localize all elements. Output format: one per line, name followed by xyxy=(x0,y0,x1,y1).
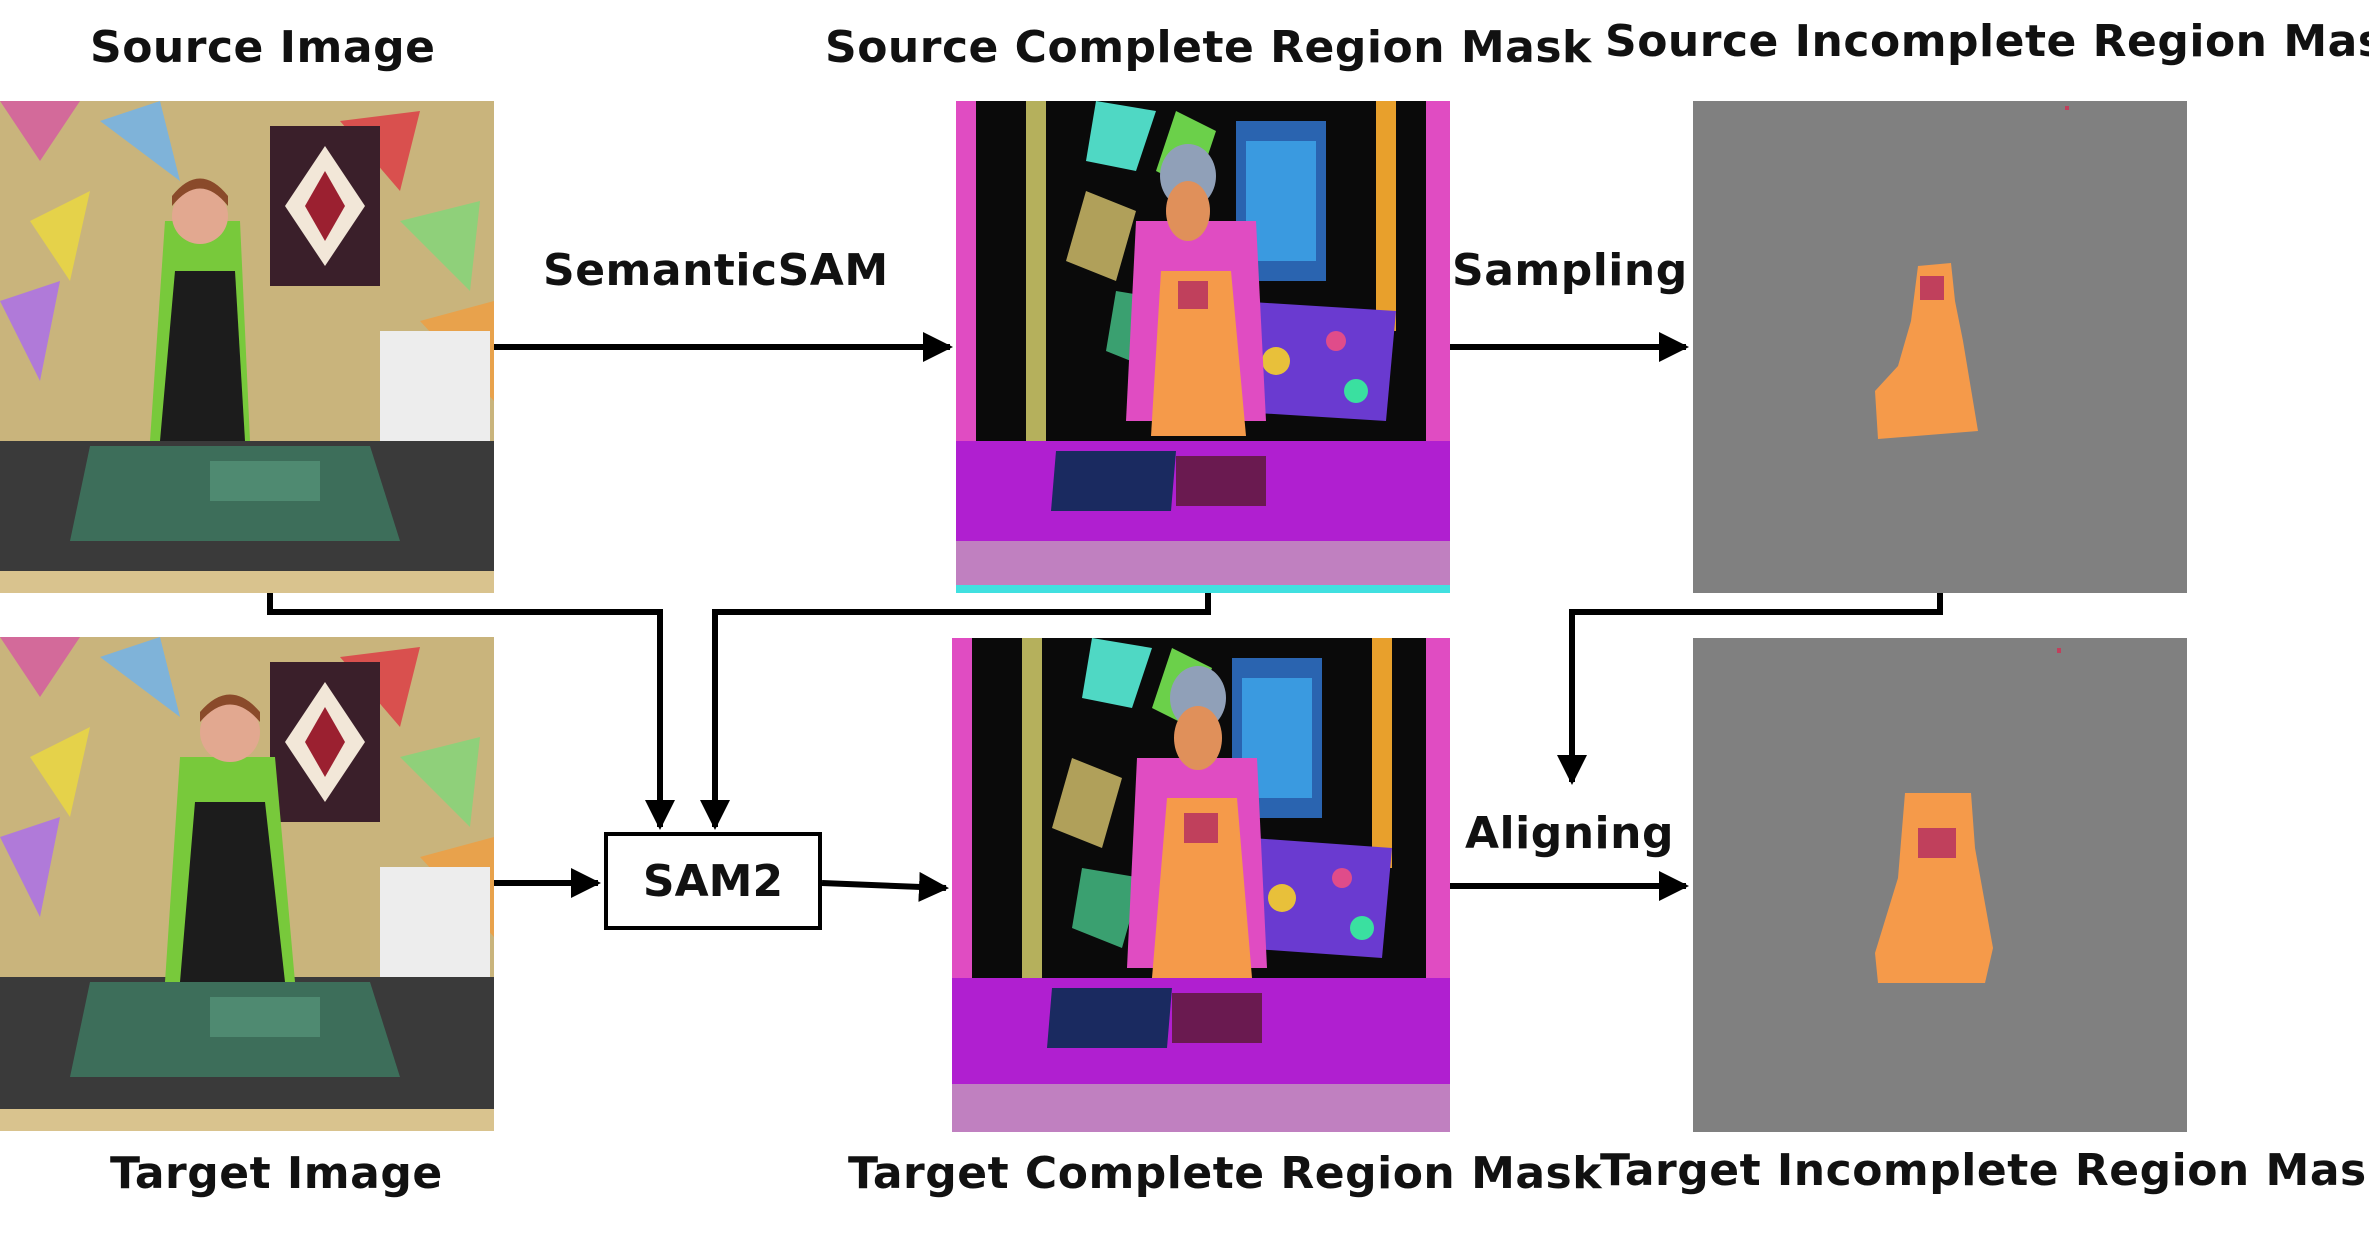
semanticsam-label: SemanticSAM xyxy=(543,245,889,296)
target-image xyxy=(0,637,494,1131)
source-complete-mask xyxy=(956,101,1450,593)
sam2-box: SAM2 xyxy=(604,832,822,930)
target-incomplete-mask xyxy=(1693,638,2187,1132)
target-complete-mask-title: Target Complete Region Mask xyxy=(848,1148,1603,1199)
source-image xyxy=(0,101,494,593)
source-incomplete-mask xyxy=(1693,101,2187,593)
source-complete-mask-title: Source Complete Region Mask xyxy=(825,22,1592,73)
target-image-title: Target Image xyxy=(110,1148,443,1199)
target-complete-mask xyxy=(952,638,1450,1132)
arrow-sam2-to-target-mask xyxy=(821,871,949,902)
target-incomplete-mask-title: Target Incomplete Region Mask xyxy=(1600,1145,2369,1196)
source-incomplete-mask-title: Source Incomplete Region Mask xyxy=(1605,16,2369,67)
sampling-label: Sampling xyxy=(1452,245,1688,296)
sam2-label: SAM2 xyxy=(642,855,784,907)
aligning-label: Aligning xyxy=(1465,808,1674,859)
source-image-title: Source Image xyxy=(90,22,436,73)
